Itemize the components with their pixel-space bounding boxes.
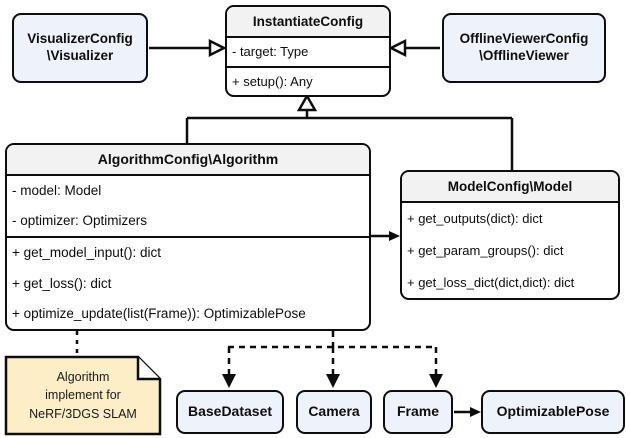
class-frame[interactable]: Frame [383,390,453,434]
visualizer-config-line1: VisualizerConfig [27,31,133,47]
note-line2: implement for [45,388,121,403]
model-config-methods: + get_outputs(dict): dict + get_param_gr… [402,203,618,298]
note-line1: Algorithm [56,370,110,385]
class-visualizer-config[interactable]: VisualizerConfig \Visualizer [12,13,148,83]
optimizable-pose-label: OptimizablePose [496,403,610,420]
model-config-method: + get_param_groups(): dict [407,242,564,258]
class-instantiate-config[interactable]: InstantiateConfig - target: Type + setup… [225,5,391,97]
base-dataset-label: BaseDataset [187,403,273,420]
instantiate-config-attributes: - target: Type [227,38,389,67]
model-config-method: + get_outputs(dict): dict [407,211,543,227]
class-visualizer-config-label: VisualizerConfig \Visualizer [21,31,139,65]
instantiate-config-method: + setup(): Any [232,74,313,90]
model-config-method: + get_loss_dict(dict,dict): dict [407,274,575,290]
class-offline-viewer-config-label: OfflineViewerConfig \OfflineViewer [454,31,595,65]
note-text: Algorithm implement for NeRF/3DGS SLAM [6,357,160,434]
algorithm-config-title: AlgorithmConfig\Algorithm [7,145,369,176]
note-line3: NeRF/3DGS SLAM [29,406,137,421]
camera-label: Camera [308,403,360,420]
algorithm-config-attribute: - optimizer: Optimizers [12,213,148,229]
frame-label: Frame [396,403,440,420]
offline-viewer-config-line2: \OfflineViewer [479,48,569,63]
algorithm-config-method: + optimize_update(list(Frame)): Optimiza… [12,306,306,322]
instantiate-config-attribute: - target: Type [232,44,309,60]
class-offline-viewer-config[interactable]: OfflineViewerConfig \OfflineViewer [442,13,606,83]
algorithm-config-methods: + get_model_input(): dict + get_loss(): … [7,235,369,329]
offline-viewer-config-line1: OfflineViewerConfig [459,31,589,47]
class-algorithm-config[interactable]: AlgorithmConfig\Algorithm - model: Model… [5,143,371,331]
note-algorithm-implement: Algorithm implement for NeRF/3DGS SLAM [6,357,160,434]
instantiate-config-methods: + setup(): Any [227,66,389,95]
model-config-title: ModelConfig\Model [402,172,618,203]
algorithm-config-method: + get_loss(): dict [12,275,112,291]
class-camera[interactable]: Camera [296,390,372,434]
algorithm-config-attribute: - model: Model [12,183,102,199]
class-optimizable-pose[interactable]: OptimizablePose [481,390,625,434]
class-base-dataset[interactable]: BaseDataset [176,390,284,434]
algorithm-config-attributes: - model: Model - optimizer: Optimizers [7,176,369,236]
algorithm-config-method: + get_model_input(): dict [12,245,161,261]
instantiate-config-title: InstantiateConfig [227,7,389,38]
visualizer-config-line2: \Visualizer [46,48,114,63]
class-model-config[interactable]: ModelConfig\Model + get_outputs(dict): d… [400,170,620,300]
